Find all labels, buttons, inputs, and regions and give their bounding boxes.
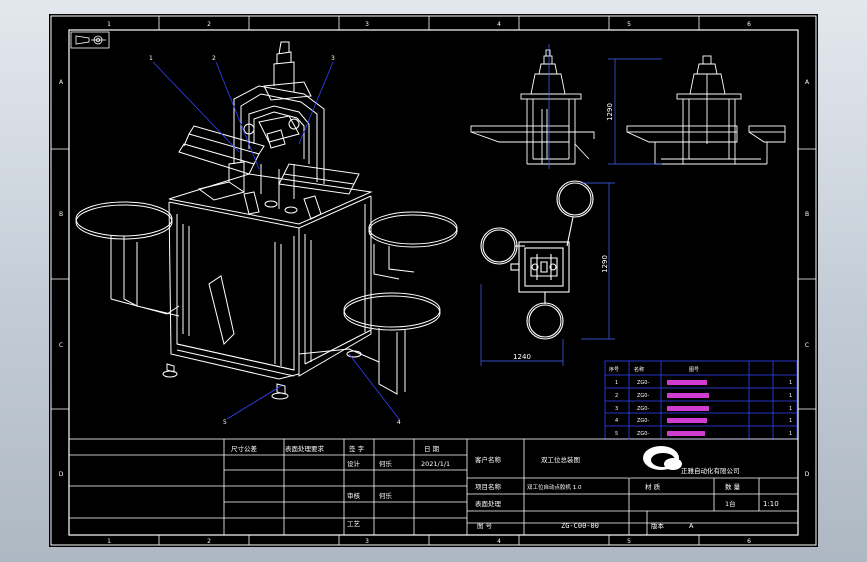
top-width-dimension: 1240: [513, 353, 531, 361]
bom-row-3-qty: 1: [789, 406, 792, 412]
row-label-c: C: [59, 342, 63, 349]
col-label-2: 2: [207, 21, 211, 28]
design-name: 何乐: [379, 459, 393, 468]
bom-row-4-qty: 1: [789, 418, 792, 424]
bom-row-3-no: 3: [615, 406, 618, 412]
bom-header: 序号 名称 图号: [609, 366, 699, 373]
title-block-grid: [68, 438, 799, 536]
col-label-bottom-2: 2: [207, 538, 211, 545]
callout-labels: 1 2 3 4 5: [149, 55, 401, 426]
bom-row-2-no: 2: [615, 393, 618, 399]
drawing-number: ZG-C00-00: [561, 522, 599, 530]
side-height-dimension: 1290: [606, 103, 614, 121]
check-label: 审核: [347, 491, 361, 500]
callout-5: 5: [223, 419, 227, 426]
row-label-a: A: [59, 79, 64, 86]
surface-treatment-label: 表面处理: [475, 499, 502, 508]
machine-name: 双工位自动点胶机 1.0: [527, 483, 582, 491]
col-label-bottom-4: 4: [497, 538, 501, 545]
bom-header-code: 图号: [689, 367, 699, 373]
qty-value: 1台: [725, 499, 736, 508]
bom-row-2-qty: 1: [789, 393, 792, 399]
bom-table-grid: [604, 360, 798, 440]
col-label-5: 5: [627, 21, 631, 28]
col-label-3: 3: [365, 21, 369, 28]
check-name: 何乐: [379, 491, 393, 500]
project-label: 项目名称: [475, 482, 502, 491]
bom-row-3-name: [667, 406, 709, 411]
callout-4: 4: [397, 419, 401, 426]
bom-row-5-no: 5: [615, 431, 618, 437]
callout-3: 3: [331, 55, 335, 62]
design-date: 2021/1/1: [421, 460, 450, 468]
col-label-4: 4: [497, 21, 501, 28]
sign-label: 签 字: [349, 444, 365, 453]
side-view-dimension: [608, 58, 662, 165]
bom-row-4-code: ZG0-: [637, 418, 649, 424]
row-label-right-b: B: [805, 211, 809, 218]
side-elevation-view: [626, 55, 786, 165]
isometric-machine-view: [75, 41, 458, 400]
bom-row-2-code: ZG0-: [637, 393, 649, 399]
surface-requirement-label: 表面处理要求: [285, 444, 325, 453]
version-label: 版本: [651, 521, 665, 530]
date-label: 日 期: [424, 445, 440, 453]
drawing-canvas: 1 2 3 4 5 6 1 2 3 4 5 6 A B C D A B C D: [50, 15, 817, 546]
bom-row-1-no: 1: [615, 380, 618, 386]
bom-row-2-name: [667, 393, 709, 398]
company-name: 正雅自动化有限公司: [681, 466, 740, 475]
outer-border: [50, 15, 817, 546]
col-label-bottom-3: 3: [365, 538, 369, 545]
projection-symbol: [70, 31, 110, 49]
bom-header-no: 序号: [609, 366, 619, 373]
design-label: 设计: [347, 459, 361, 468]
row-label-right-d: D: [805, 471, 810, 478]
leader-lines: [152, 61, 400, 420]
qty-label: 数 量: [725, 482, 741, 491]
bom-row-5-code: ZG0-: [637, 431, 649, 437]
bom-row-4-name: [667, 418, 707, 423]
drawing-no-label: 图 号: [477, 522, 493, 530]
bom-row-1-qty: 1: [789, 380, 792, 386]
col-label-1: 1: [107, 21, 111, 28]
scale-value: 1:10: [763, 500, 779, 508]
process-label: 工艺: [347, 520, 361, 528]
bom-rows: 1 ZG0- 1 2 ZG0- 1 3 ZG0- 1 4 ZG0- 1 5 ZG…: [615, 380, 792, 437]
bom-row-5-qty: 1: [789, 431, 792, 437]
bom-row-1-code: ZG0-: [637, 380, 649, 386]
zone-ticks: [51, 16, 816, 545]
size-tolerance-label: 尺寸公差: [231, 444, 258, 453]
bom-row-3-code: ZG0-: [637, 406, 649, 412]
top-view-dimensions: [480, 182, 615, 366]
bom-row-5-name: [667, 431, 705, 436]
company-logo: [643, 446, 682, 470]
top-height-dimension: 1290: [601, 255, 609, 273]
col-label-bottom-6: 6: [747, 538, 751, 545]
bom-row-1-name: [667, 380, 707, 385]
material-label: 材 质: [645, 482, 661, 491]
col-label-6: 6: [747, 21, 751, 28]
row-label-right-a: A: [805, 79, 810, 86]
row-label-right-c: C: [805, 342, 809, 349]
callout-1: 1: [149, 55, 153, 62]
bom-header-name: 名称: [634, 366, 644, 373]
col-label-bottom-1: 1: [107, 538, 111, 545]
drawing-sheet: 1 2 3 4 5 6 1 2 3 4 5 6 A B C D A B C D: [49, 14, 818, 547]
col-label-bottom-5: 5: [627, 538, 631, 545]
row-label-d: D: [59, 471, 64, 478]
customer-label: 客户名称: [475, 455, 502, 464]
callout-2: 2: [212, 55, 216, 62]
top-plan-view: [480, 180, 594, 340]
row-label-b: B: [59, 211, 63, 218]
front-elevation-view: [470, 49, 595, 165]
bom-row-4-no: 4: [615, 418, 618, 424]
version-value: A: [689, 522, 694, 530]
drawing-title: 双工位总装图: [541, 455, 580, 464]
